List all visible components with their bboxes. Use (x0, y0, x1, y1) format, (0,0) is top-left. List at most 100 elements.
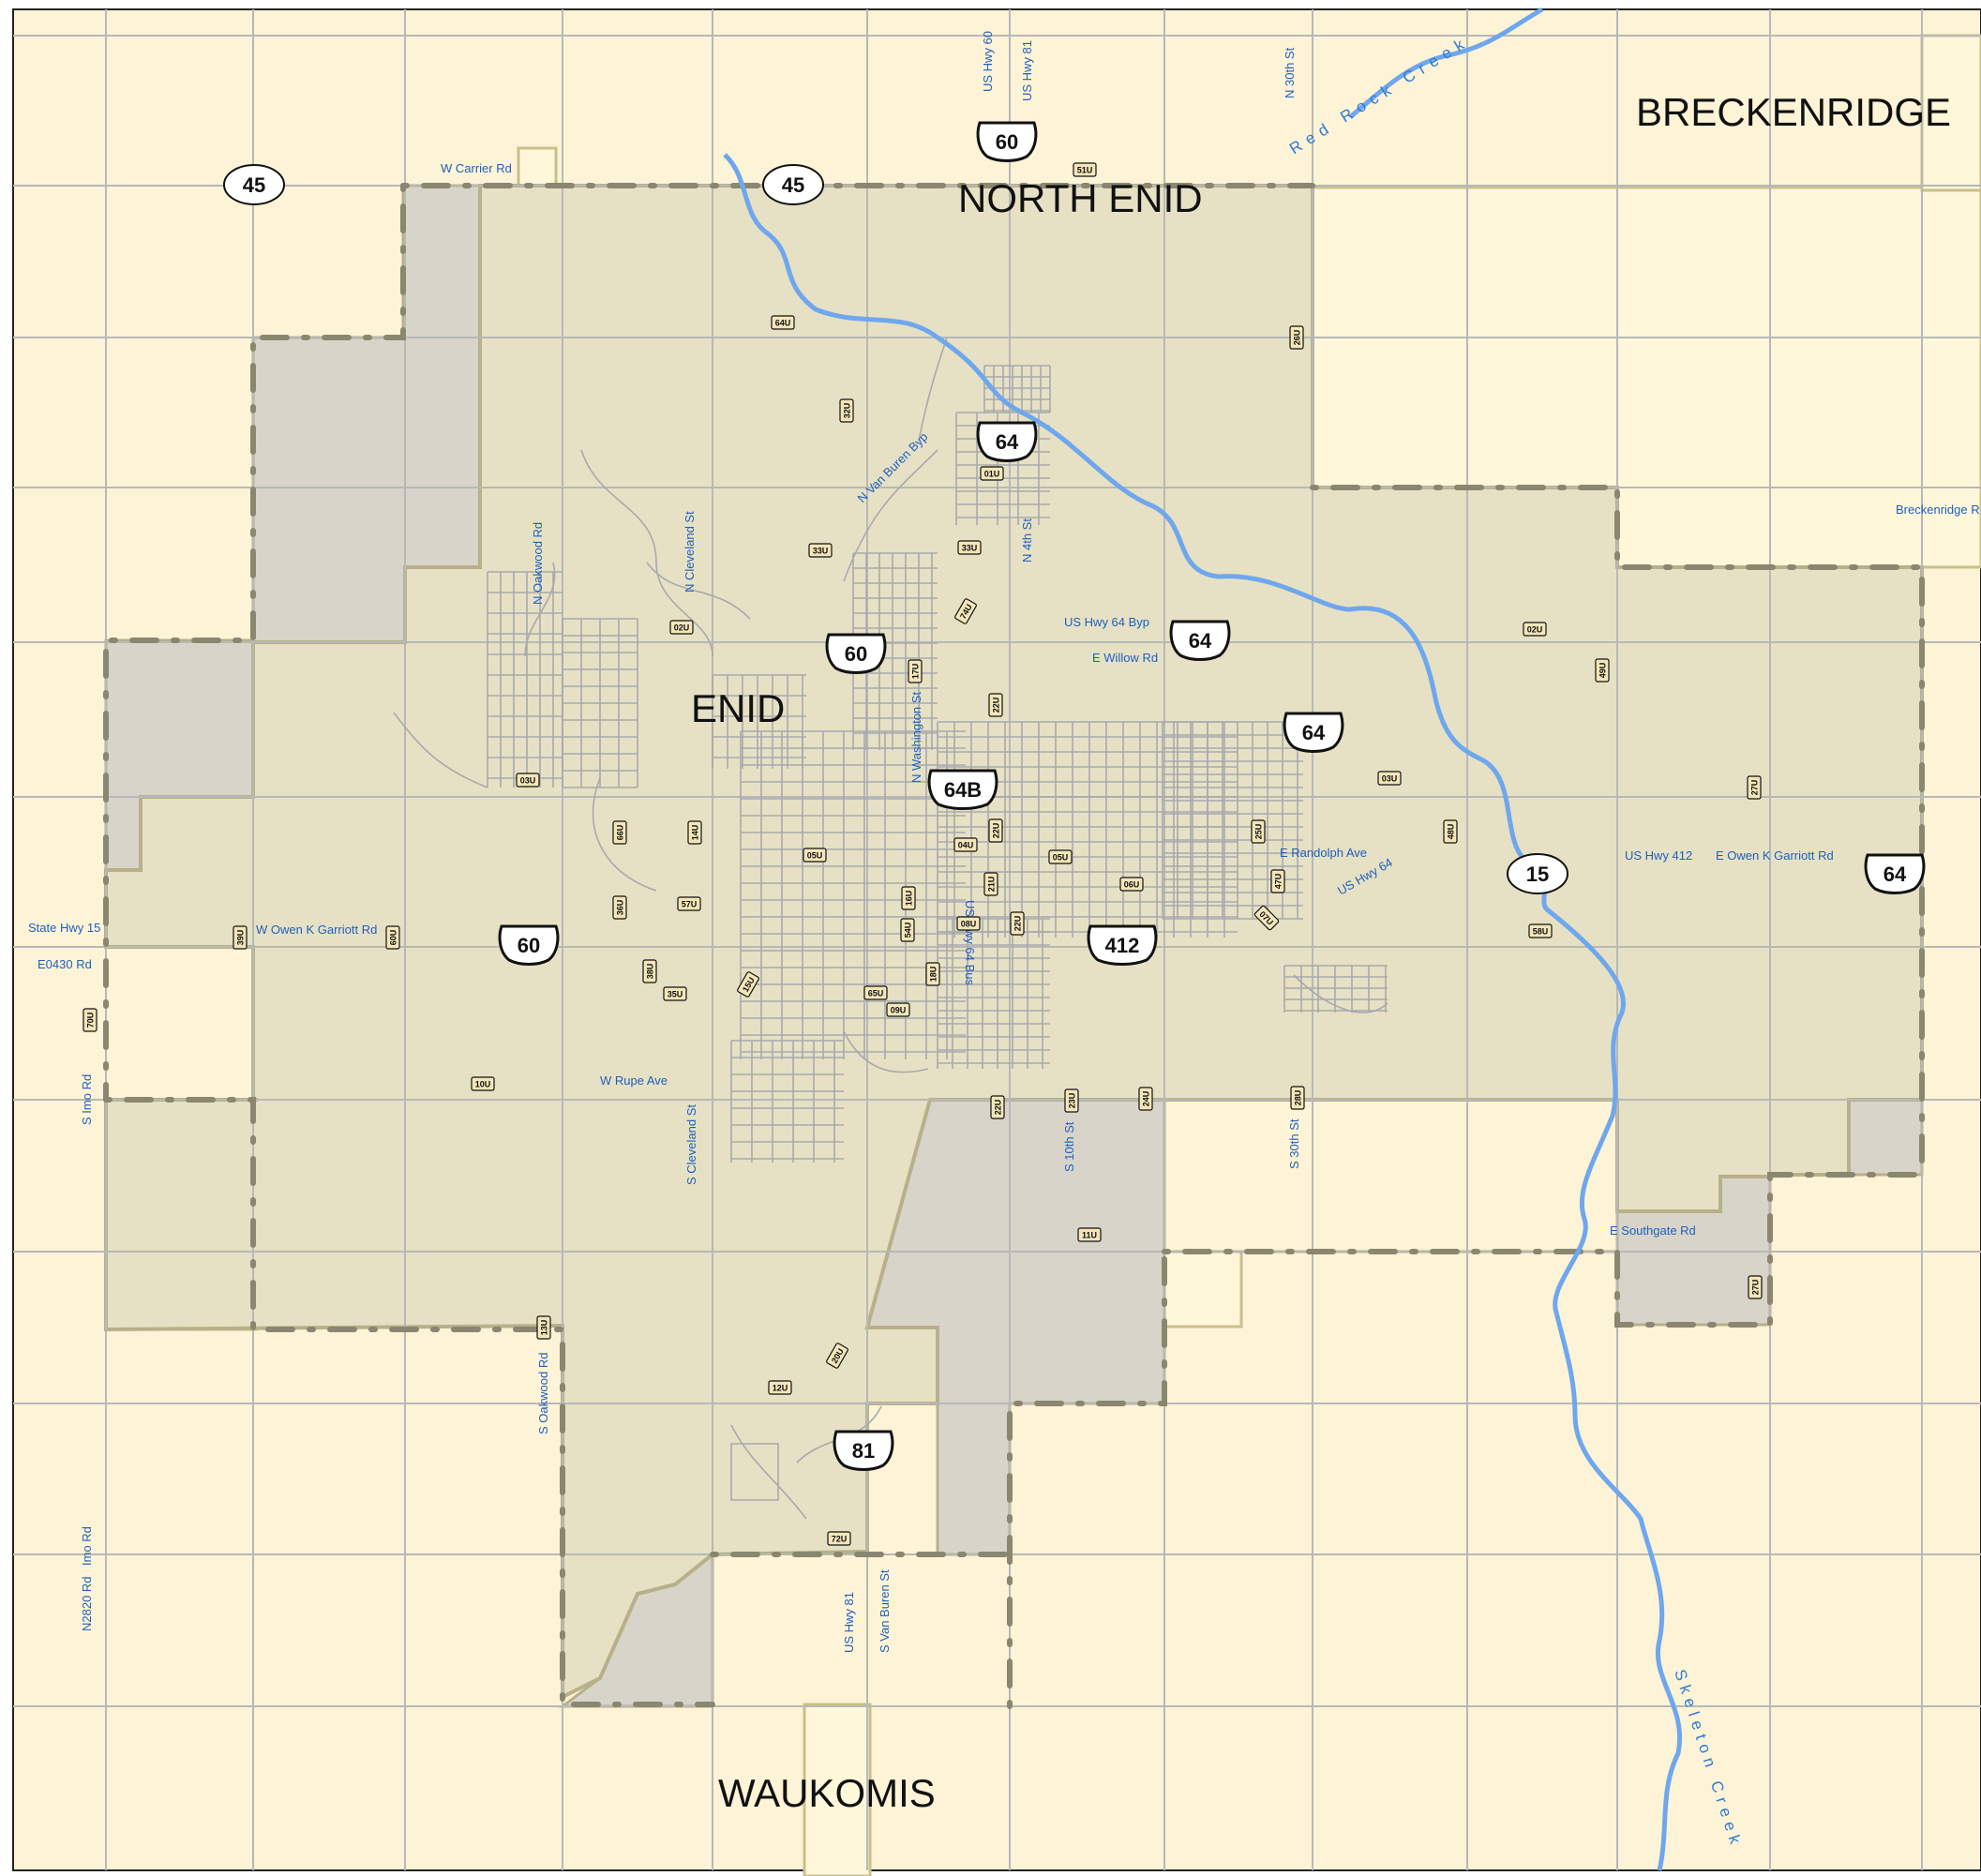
unit-code-label: 51U (1077, 166, 1093, 175)
road-label-s10th: S 10th St (1062, 1121, 1076, 1172)
unit-code-label: 17U (911, 664, 921, 680)
unit-code-u27a: 27U (1747, 775, 1762, 800)
unit-code-u48: 48U (1443, 819, 1458, 844)
unit-code-label: 04U (958, 841, 974, 850)
route-shield-us412: 412 (1087, 924, 1158, 966)
skeleton-creek-line (723, 153, 1683, 1871)
streams (723, 7, 1683, 1871)
place-names: NORTH ENID ENID BRECKENRIDGE WAUKOMIS (691, 90, 1951, 1815)
unit-code-u32: 32U (839, 398, 854, 423)
unit-code-label: 48U (1447, 824, 1456, 840)
unit-code-label: 60U (389, 930, 398, 946)
route-shield-label: 64B (944, 778, 982, 802)
unit-code-label: 14U (691, 825, 700, 841)
route-shield-label: 64 (1883, 863, 1907, 886)
unit-code-label: 13U (540, 1320, 549, 1336)
unit-code-label: 39U (236, 930, 246, 946)
unit-code-u17: 17U (908, 659, 923, 683)
route-shield-us60a: 60 (976, 121, 1038, 162)
waukomis-strip (803, 1703, 872, 1876)
unit-code-u11: 11U (1077, 1227, 1102, 1242)
unit-code-label: 33U (962, 544, 978, 553)
rural-road-grid (13, 9, 1981, 1870)
unit-code-label: 58U (1533, 927, 1549, 937)
unit-code-u38: 38U (642, 959, 657, 983)
unit-code-u03b: 03U (1377, 771, 1402, 786)
unit-code-label: 36U (616, 900, 625, 916)
route-shield-r45a: 45 (223, 164, 285, 205)
unit-code-u05b: 05U (1048, 849, 1073, 864)
unit-code-u02a: 02U (669, 620, 694, 635)
unit-code-u27b: 27U (1748, 1275, 1763, 1299)
unit-code-u04: 04U (953, 837, 978, 852)
unit-code-label: 24U (1142, 1091, 1151, 1107)
unit-code-u47: 47U (1270, 869, 1285, 893)
unit-code-label: 65U (868, 989, 884, 998)
route-shield-label: 45 (782, 173, 804, 197)
unit-code-label: 23U (1068, 1093, 1077, 1109)
route-shield-r15: 15 (1507, 853, 1568, 894)
route-shield-us60b: 60 (825, 633, 887, 674)
south-parcel (1163, 1250, 1243, 1328)
road-label-w_carrier: W Carrier Rd (441, 161, 512, 175)
route-shield-label: 15 (1526, 863, 1549, 886)
unit-code-label: 22U (992, 823, 1001, 839)
unit-code-u22c: 22U (1010, 911, 1025, 936)
unit-code-label: 26U (1293, 330, 1302, 346)
road-label-e_owen: E Owen K Garriott Rd (1716, 848, 1834, 863)
unit-code-u33a: 33U (808, 543, 833, 558)
road-label-n_oakwood: N Oakwood Rd (531, 522, 545, 605)
road-label-n4th: N 4th St (1020, 518, 1034, 563)
route-shield-label: 60 (996, 130, 1018, 154)
unit-code-label: 09U (891, 1006, 907, 1015)
unit-code-u22a: 22U (988, 693, 1003, 717)
unit-code-u28: 28U (1290, 1086, 1305, 1110)
road-label-w_owen: W Owen K Garriott Rd (256, 923, 377, 937)
unit-code-label: 33U (813, 547, 829, 556)
unit-code-u20: 20U (826, 1343, 848, 1369)
road-label-n_cleveland: N Cleveland St (683, 511, 697, 593)
road-label-e_southgate: E Southgate Rd (1610, 1223, 1696, 1238)
road-label-s30th: S 30th St (1287, 1118, 1301, 1169)
unit-code-u65: 65U (863, 985, 888, 1000)
route-shield-us81: 81 (833, 1430, 894, 1471)
road-label-s_imo: S Imo Rd (80, 1074, 94, 1125)
route-shield-label: 412 (1105, 934, 1140, 957)
unit-code-label: 54U (904, 923, 913, 938)
route-shield-label: 45 (243, 173, 265, 197)
unit-code-label: 06U (1124, 880, 1140, 890)
unit-code-u24: 24U (1138, 1087, 1153, 1111)
unit-code-u72: 72U (827, 1531, 851, 1546)
unit-code-label: 57U (682, 900, 698, 909)
unit-code-label: 49U (1598, 663, 1608, 679)
unit-code-u74: 74U (954, 598, 977, 624)
unit-code-u21: 21U (983, 872, 998, 896)
unit-code-label: 03U (1382, 774, 1398, 784)
unit-code-u18: 18U (925, 962, 940, 986)
unit-code-label: 27U (1750, 780, 1760, 796)
road-label-us64byp: US Hwy 64 Byp (1064, 615, 1149, 629)
unit-code-u64: 64U (771, 315, 795, 330)
route-shield-us64d: 64 (1864, 853, 1926, 894)
route-shield-label: 64 (1189, 629, 1212, 653)
unit-code-u35: 35U (663, 986, 687, 1001)
unit-code-label: 70U (86, 1013, 96, 1028)
unit-code-label: 32U (843, 403, 852, 419)
unit-code-u12: 12U (768, 1380, 792, 1395)
road-label-us81n: US Hwy 81 (1020, 40, 1034, 101)
unit-code-u22d: 22U (990, 1095, 1005, 1119)
unit-code-label: 11U (1082, 1231, 1097, 1240)
unit-code-u54: 54U (900, 918, 915, 942)
unit-code-u06: 06U (1119, 877, 1144, 892)
unit-code-u02b: 02U (1523, 622, 1547, 637)
unit-code-label: 12U (773, 1384, 788, 1393)
southeast-gray-area (1847, 1098, 1924, 1177)
unit-code-u09: 09U (886, 1002, 910, 1017)
unit-code-u36: 36U (612, 895, 627, 920)
city-street-grid (393, 337, 1388, 1520)
unit-code-u23: 23U (1064, 1088, 1079, 1113)
road-label-us64bus: US Hwy 64 Bus (963, 900, 977, 986)
unit-code-label: 22U (992, 698, 1001, 713)
